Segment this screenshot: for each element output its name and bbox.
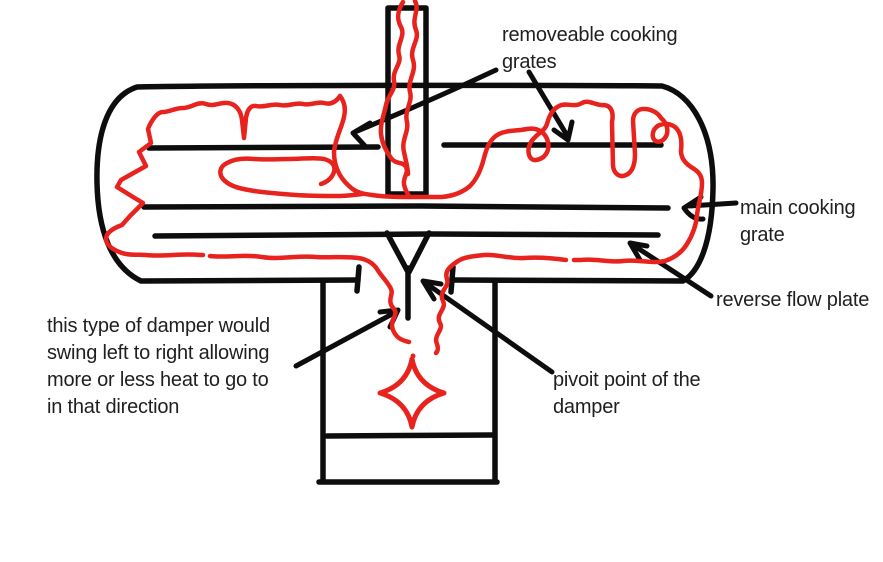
arrow-removable-grate-left (350, 67, 499, 149)
smoker-body-outline (94, 82, 716, 284)
fuel-grate-line (324, 432, 495, 439)
main-grate-line (141, 203, 671, 211)
smoke-loop-upper-right (331, 93, 705, 265)
reverse-flow-plate-line (152, 231, 661, 239)
label-damper-note: this type of damper would swing left to … (47, 315, 270, 418)
smoke-bottom-run-left (207, 253, 412, 345)
firebox-outline (316, 278, 500, 485)
removable-grate-left-line (146, 144, 381, 151)
damper-shape (384, 230, 432, 321)
arrow-reverse-flow-plate (627, 240, 714, 299)
label-pivot-point: pivoit point of the damper (553, 369, 701, 418)
smoke-plume-right (401, 0, 420, 177)
smoke-loop-upper-left (103, 93, 343, 258)
ember-dot (410, 353, 416, 359)
smoke-arm-under-grate (218, 155, 365, 199)
label-removable-cooking-grates: removeable cooking grates (502, 24, 678, 73)
smoke-bottom-run-right (433, 252, 569, 356)
smoke-plume-left (378, 0, 412, 200)
arrow-pivot-point (420, 278, 555, 375)
arrow-damper-note (293, 307, 401, 369)
chimney-outline (385, 5, 429, 197)
label-reverse-flow-plate: reverse flow plate (716, 289, 870, 311)
arrow-removable-grate-right (526, 69, 575, 143)
firebox-opening-tick-right (448, 264, 456, 295)
red-ink (103, 0, 705, 430)
label-main-cooking-grate: main cooking grate (740, 197, 856, 246)
leader-arrows (293, 67, 739, 375)
black-ink (94, 5, 716, 485)
fire-star (377, 356, 447, 430)
firebox-opening-tick-left (354, 264, 362, 294)
